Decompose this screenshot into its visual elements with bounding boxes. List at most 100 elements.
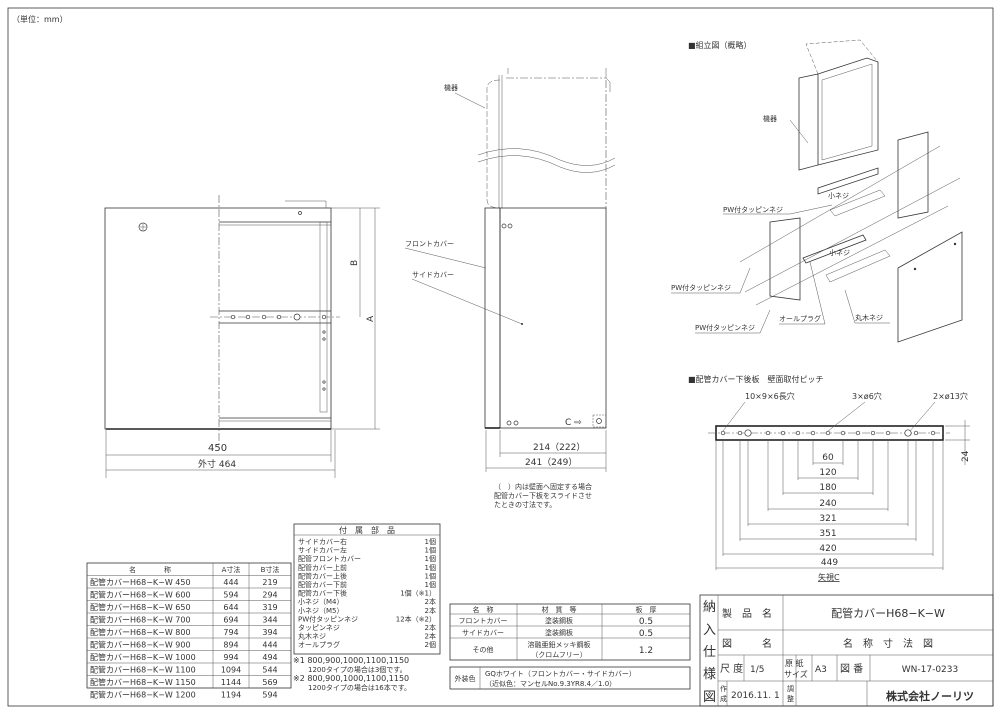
size-header-b: B寸法 bbox=[261, 565, 280, 574]
drawing-name-label: 図 名 bbox=[722, 637, 772, 650]
label-pw-tapping-1: PW付タッピンネジ bbox=[723, 205, 783, 214]
accessory-name: 丸木ネジ bbox=[298, 632, 326, 641]
size-row-b: 219 bbox=[262, 578, 277, 587]
created-label: 作 bbox=[720, 684, 727, 693]
accessory-qty: 2本 bbox=[425, 606, 436, 615]
view-c-label: 矢視C bbox=[818, 572, 840, 582]
label-small-screw-2: 小ネジ bbox=[829, 248, 850, 257]
mat-cell: フロントカバー bbox=[459, 617, 508, 625]
side-note-3: たときの寸法です。 bbox=[494, 500, 556, 509]
paper-size: A3 bbox=[815, 665, 827, 675]
size-row-b: 444 bbox=[262, 641, 277, 650]
size-row-a: 794 bbox=[223, 628, 238, 637]
mounting-hole bbox=[795, 430, 801, 436]
pitch-dim-label: 449 bbox=[821, 558, 838, 568]
mounting-hole bbox=[870, 430, 876, 436]
mat-cell: 溶融亜鉛メッキ鋼板 bbox=[528, 640, 591, 649]
accessory-qty: 12本（※2） bbox=[396, 614, 436, 623]
accessory-name: 配管カバー上前 bbox=[298, 563, 347, 572]
size-row-name: 配管カバーH68−K−W 900 bbox=[90, 640, 191, 650]
adjusted-label: 調 bbox=[787, 684, 794, 693]
size-row-a: 444 bbox=[223, 578, 238, 587]
accessory-qty: 1個 bbox=[425, 546, 436, 555]
arrow-c-label: C ⇨ bbox=[565, 418, 582, 428]
size-row-a: 694 bbox=[223, 616, 238, 625]
mounting-hole bbox=[720, 430, 726, 436]
created-date: 2016.11. 1 bbox=[731, 691, 780, 701]
size-row-name: 配管カバーH68−K−W 650 bbox=[90, 602, 191, 612]
side-note-1: （ ）内は壁面へ固定する場合 bbox=[494, 482, 592, 491]
pitch-title: ■配管カバー下後板 壁面取付ピッチ bbox=[688, 374, 824, 384]
size-row-b: 594 bbox=[262, 691, 277, 700]
accessories-title: 付 属 部 品 bbox=[339, 525, 395, 535]
size-row-name: 配管カバーH68−K−W 600 bbox=[90, 590, 191, 600]
paper-size-label: 原 紙 bbox=[785, 658, 804, 668]
mat-cell: その他 bbox=[473, 645, 494, 654]
dim-b-label: B bbox=[350, 260, 360, 266]
size-row-a: 594 bbox=[223, 591, 238, 600]
dim-450: 450 bbox=[208, 443, 227, 454]
accessory-name: 配管カバー下前 bbox=[298, 580, 347, 589]
drawing-no-label: 図 番 bbox=[840, 663, 863, 675]
dim-214: 214（222） bbox=[533, 442, 585, 453]
mat-cell: 1.2 bbox=[639, 646, 653, 656]
size-row-a: 1144 bbox=[221, 678, 241, 687]
pitch-dim-label: 240 bbox=[819, 499, 836, 509]
acc-note-4: 1200タイプの場合は16本です。 bbox=[308, 683, 411, 692]
product-name-label: 製 品 名 bbox=[722, 607, 772, 620]
label-pw-tapping-2: PW付タッピンネジ bbox=[671, 283, 731, 292]
callout-slot-holes: 10×9×6長穴 bbox=[745, 391, 795, 401]
callout-6mm-holes: 3×ø6穴 bbox=[852, 391, 882, 401]
pitch-dim-label: 120 bbox=[819, 468, 836, 478]
drawing-name: 名 称 寸 法 図 bbox=[843, 637, 933, 650]
mounting-hole bbox=[744, 429, 752, 437]
pitch-dim-label: 321 bbox=[819, 514, 836, 524]
size-row-name: 配管カバーH68−K−W 450 bbox=[90, 577, 191, 587]
mat-header-name: 名 称 bbox=[473, 605, 494, 614]
size-row-b: 294 bbox=[262, 591, 277, 600]
accessory-name: PW付タッピンネジ bbox=[298, 614, 358, 623]
accessory-name: 配管カバー下後 bbox=[298, 589, 347, 598]
tb-vertical-2: 入 bbox=[703, 623, 716, 638]
size-header-name: 名 称 bbox=[129, 565, 171, 574]
mounting-hole bbox=[780, 430, 786, 436]
pitch-dim-label: 180 bbox=[819, 483, 836, 493]
unit-label: （単位：mm） bbox=[12, 14, 68, 24]
callout-13mm-holes: 2×ø13穴 bbox=[933, 391, 968, 401]
size-header-a: A寸法 bbox=[222, 565, 241, 574]
size-row-a: 994 bbox=[223, 653, 238, 662]
accessory-name: サイドカバー右 bbox=[298, 537, 347, 546]
label-device: 機器 bbox=[444, 83, 458, 92]
accessory-qty: 2本 bbox=[425, 623, 436, 632]
exterior-color-label: 外装色 bbox=[455, 674, 476, 683]
accessory-name: サイドカバー左 bbox=[298, 546, 347, 555]
size-row-a: 894 bbox=[223, 641, 238, 650]
label-small-screw-1: 小ネジ bbox=[828, 191, 849, 200]
tb-vertical-3: 仕 bbox=[703, 645, 716, 660]
mat-cell: 塗装鋼板 bbox=[545, 616, 573, 625]
paper-size-label-2: サイズ bbox=[784, 669, 808, 679]
accessory-qty: 1個 bbox=[425, 537, 436, 546]
mat-cell: （クロムフリー） bbox=[531, 651, 587, 659]
accessory-name: 配管カバー上後 bbox=[298, 571, 347, 580]
tb-vertical-5: 図 bbox=[703, 690, 716, 705]
assembly-title: ■組立図（概略） bbox=[688, 40, 752, 50]
tb-vertical-4: 様 bbox=[703, 667, 716, 682]
size-row-b: 494 bbox=[262, 653, 277, 662]
dim-outer-464: 外寸 464 bbox=[198, 458, 236, 470]
mounting-hole bbox=[840, 430, 846, 436]
created-label-2: 成 bbox=[720, 694, 727, 703]
mat-cell: 0.5 bbox=[639, 617, 653, 627]
title-block: 納 入 仕 様 図 製 品 名 配管カバーH68−K−W 図 名 名 称 寸 法… bbox=[699, 594, 994, 707]
label-all-plug: オールプラグ bbox=[779, 314, 821, 323]
label-wood-screw: 丸木ネジ bbox=[855, 313, 883, 322]
size-row-name: 配管カバーH68−K−W 1000 bbox=[90, 652, 196, 662]
mounting-pitch-view: ■配管カバー下後板 壁面取付ピッチ 10×9×6長穴 3×ø6穴 2×ø13穴 … bbox=[688, 374, 971, 582]
sheet-border bbox=[7, 7, 994, 707]
materials-table: 名 称 材 質 等 板 厚 フロントカバー 塗装鋼板 0.5 サイドカバー 塗装… bbox=[449, 603, 691, 690]
label-side-cover: サイドカバー bbox=[412, 271, 454, 279]
size-row-b: 569 bbox=[262, 678, 277, 687]
label-assembly-device: 機器 bbox=[763, 114, 777, 123]
